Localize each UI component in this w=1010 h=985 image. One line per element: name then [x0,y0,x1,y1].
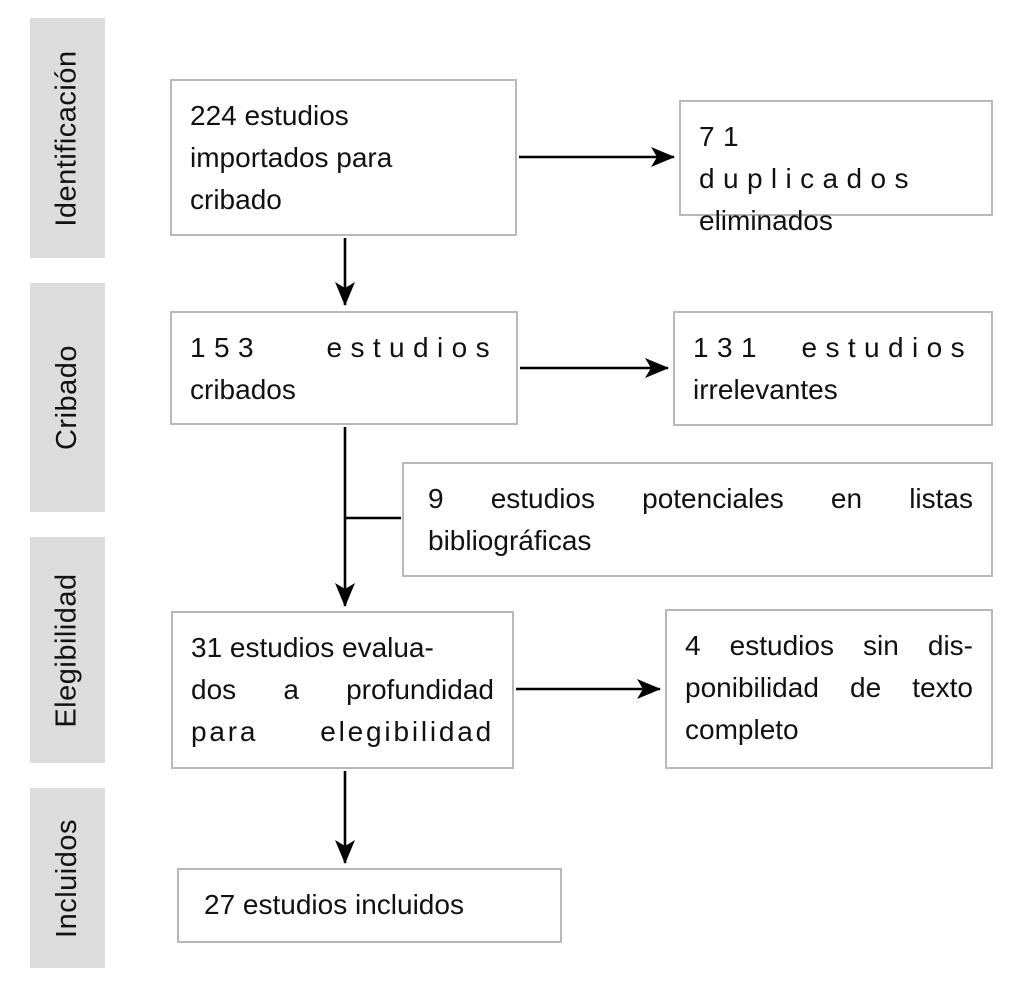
box-studies-irrelevant: 131 estudios irrelevantes [673,311,993,426]
box-duplicates-removed: 71 duplicados eliminados [679,100,993,236]
stage-band-included: Incluidos [30,788,105,968]
box-imported-line-2: importados para [190,142,393,173]
box-nofulltext-line-1: 4 estudios sin dis- [685,630,973,661]
box-nofulltext-line-2: ponibilidad de texto [685,672,973,703]
box-imported-line-1: 224 estudios [190,100,349,131]
box-irrelevant-line-1: 131 estudios [693,332,973,363]
box-references-line-1: 9 estudios potenciales en listas [428,483,973,514]
stage-label-included: Incluidos [51,818,83,938]
box-screened-line-1: 153 estudios [190,332,498,363]
stage-label-identification: Identificación [51,49,83,227]
box-duplicates-line-1: 71 duplicados [699,121,917,194]
box-references-line-2: bibliográficas [428,525,592,556]
box-assessed-line-2: dos a profundidad [191,674,494,705]
box-irrelevant-line-2: irrelevantes [693,374,838,405]
box-included-line-1: 27 estudios incluidos [204,889,464,920]
box-imported-line-3: cribado [190,184,282,215]
box-no-fulltext: 4 estudios sin dis- ponibilidad de texto… [665,609,993,769]
box-screened-line-2: cribados [190,374,296,405]
stage-band-screening: Cribado [30,283,105,512]
box-studies-screened: 153 estudios cribados [170,311,518,425]
box-studies-included: 27 estudios incluidos [177,868,562,943]
stage-band-identification: Identificación [30,18,105,258]
box-imported-studies: 224 estudios importados para cribado [170,79,517,236]
box-duplicates-line-2: eliminados [699,205,833,236]
box-nofulltext-line-3: completo [685,714,799,745]
stage-label-eligibility: Elegibilidad [51,572,84,728]
box-assessed-eligibility: 31 estudios evalua- dos a profundidad pa… [171,611,514,769]
stage-label-screening: Cribado [51,344,83,451]
box-assessed-line-1: 31 estudios evalua- [191,632,434,663]
stage-band-eligibility: Elegibilidad [30,537,105,763]
box-reference-lists: 9 estudios potenciales en listas bibliog… [402,462,993,577]
box-assessed-line-3: para elegibilidad [191,716,494,747]
